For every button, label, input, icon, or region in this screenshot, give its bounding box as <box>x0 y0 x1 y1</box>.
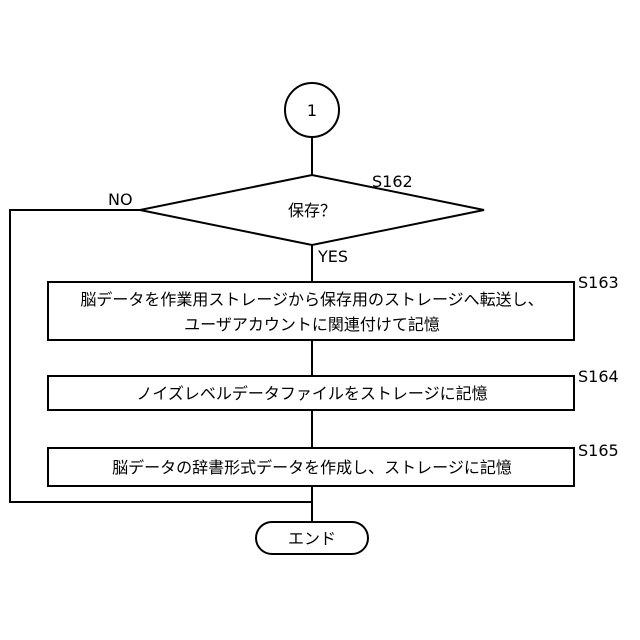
step-label-s164: S164 <box>578 367 619 386</box>
process-text-s165: 脳データの辞書形式データを作成し、ストレージに記憶 <box>112 458 512 477</box>
decision-step-label: S162 <box>372 172 413 191</box>
decision-label: 保存？ <box>288 201 336 220</box>
step-label-s165: S165 <box>578 441 619 460</box>
process-text-s163-line2: ユーザアカウントに関連付けて記憶 <box>184 315 440 334</box>
connector-label: 1 <box>307 101 317 120</box>
end-label: エンド <box>288 529 336 548</box>
decision-yes-label: YES <box>317 247 348 266</box>
process-text-s164: ノイズレベルデータファイルをストレージに記憶 <box>136 384 487 403</box>
decision-no-label: NO <box>108 190 133 209</box>
process-text-s163-line1: 脳データを作業用ストレージから保存用のストレージへ転送し、 <box>80 290 543 309</box>
step-label-s163: S163 <box>578 273 619 292</box>
